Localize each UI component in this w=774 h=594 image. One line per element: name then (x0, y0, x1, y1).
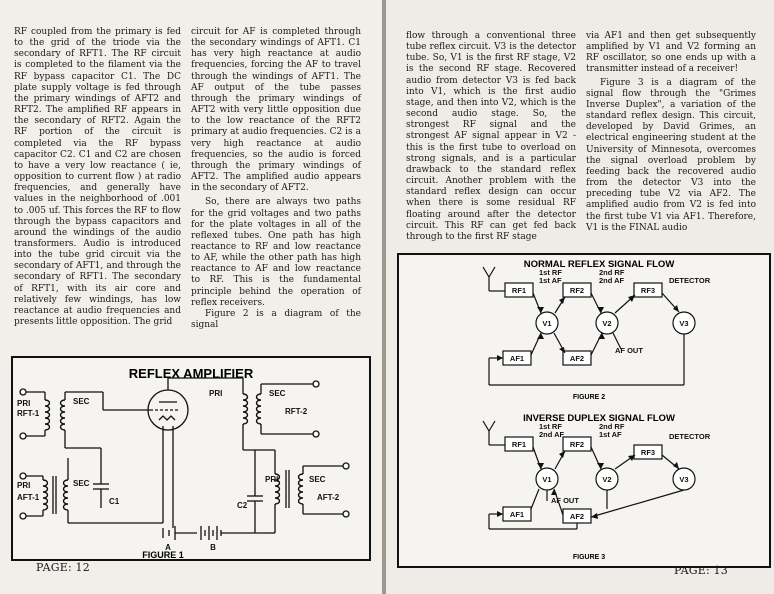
figure-2-caption: FIGURE 2 (573, 394, 605, 401)
fig1-label-rft1: RFT-1 (17, 409, 40, 418)
fig1-label-battery-b: B (210, 543, 216, 552)
left-page: RF coupled from the primary is fed to th… (0, 0, 382, 594)
fig3-label-rf1: RF1 (512, 440, 526, 449)
right-column-1: flow through a conventional three tube r… (406, 31, 576, 243)
fig1-label-pri-bot-left: PRI (17, 481, 30, 490)
fig3-label-v3: V3 (679, 475, 688, 484)
fig1-label-sec-top-right: SEC (269, 389, 286, 398)
right-column-2-para-1: via AF1 and then get subsequently amplif… (586, 31, 756, 75)
fig1-label-pri-top-left: PRI (17, 399, 30, 408)
fig1-label-c2: C2 (237, 501, 248, 510)
fig3-label-af-out: AF OUT (551, 496, 579, 505)
fig3-label-2nd-rf: 2nd RF (599, 422, 625, 431)
fig1-label-sec-top-left: SEC (73, 397, 90, 406)
fig2-label-af1: AF1 (510, 354, 524, 363)
left-column-2-para-1: circuit for AF is completed through the … (191, 27, 361, 194)
left-page-number: PAGE: 12 (36, 561, 90, 574)
fig2-label-2nd-rf: 2nd RF (599, 268, 625, 277)
fig2-label-v2: V2 (602, 319, 611, 328)
fig2-label-1st-rf: 1st RF (539, 268, 562, 277)
fig3-label-rf2: RF2 (570, 440, 584, 449)
fig3-label-v1: V1 (542, 475, 551, 484)
left-column-1: RF coupled from the primary is fed to th… (14, 27, 181, 328)
figure-3-inverse-duplex: INVERSE DUPLEX SIGNAL FLOW (482, 413, 711, 561)
right-column-1-text: flow through a conventional three tube r… (406, 31, 576, 242)
fig2-label-af-out: AF OUT (615, 346, 643, 355)
left-column-2: circuit for AF is completed through the … (191, 27, 361, 331)
fig3-label-rf3: RF3 (641, 448, 655, 457)
fig3-label-detector: DETECTOR (669, 432, 711, 441)
right-page-number: PAGE: 13 (674, 564, 728, 577)
fig1-label-c1: C1 (109, 497, 120, 506)
fig1-label-sec-bot-left: SEC (73, 479, 90, 488)
right-column-2-para-2: Figure 3 is a diagram of the signal flow… (586, 77, 756, 233)
figure-3-title: INVERSE DUPLEX SIGNAL FLOW (523, 413, 675, 424)
figure-1-reflex-amplifier: REFLEX AMPLIFIER (11, 356, 371, 561)
fig2-label-v1: V1 (542, 319, 551, 328)
fig3-label-1st-rf: 1st RF (539, 422, 562, 431)
fig2-label-rf3: RF3 (641, 286, 655, 295)
figures-2-3-box: NORMAL REFLEX SIGNAL FLOW (397, 253, 771, 568)
right-page: flow through a conventional three tube r… (386, 0, 774, 594)
figure-3-caption: FIGURE 3 (573, 554, 605, 561)
fig3-label-v2: V2 (602, 475, 611, 484)
fig1-label-pri-top-right: PRI (209, 389, 222, 398)
fig3-label-af1: AF1 (510, 510, 524, 519)
fig2-label-detector: DETECTOR (669, 276, 711, 285)
fig1-label-pri-bot-right: PRI (265, 475, 278, 484)
left-column-2-para-2: So, there are always two paths for the g… (191, 197, 361, 308)
fig2-label-rf1: RF1 (512, 286, 526, 295)
fig3-label-2nd-af: 2nd AF (539, 430, 565, 439)
right-column-2: via AF1 and then get subsequently amplif… (586, 31, 756, 234)
fig2-label-rf2: RF2 (570, 286, 584, 295)
figure-1-schematic: REFLEX AMPLIFIER (17, 366, 350, 560)
fig1-label-sec-bot-right: SEC (309, 475, 326, 484)
fig2-label-1st-af: 1st AF (539, 276, 562, 285)
fig1-label-aft1: AFT-1 (17, 493, 40, 502)
left-column-1-text: RF coupled from the primary is fed to th… (14, 27, 181, 328)
left-column-2-para-3: Figure 2 is a diagram of the signal (191, 308, 361, 331)
figure-1-title: REFLEX AMPLIFIER (129, 366, 254, 381)
fig1-label-aft2: AFT-2 (317, 493, 340, 502)
fig1-label-battery-a: A (165, 543, 171, 552)
fig1-label-rft2: RFT-2 (285, 407, 308, 416)
figure-2-title: NORMAL REFLEX SIGNAL FLOW (524, 259, 675, 270)
fig3-label-1st-af: 1st AF (599, 430, 622, 439)
book-gutter (382, 0, 386, 594)
fig3-label-af2: AF2 (570, 512, 584, 521)
fig2-label-af2: AF2 (570, 354, 584, 363)
figure-2-normal-reflex: NORMAL REFLEX SIGNAL FLOW (482, 259, 711, 401)
fig2-label-v3: V3 (679, 319, 688, 328)
fig2-label-2nd-af: 2nd AF (599, 276, 625, 285)
figure-1-caption: FIGURE 1 (142, 550, 184, 559)
